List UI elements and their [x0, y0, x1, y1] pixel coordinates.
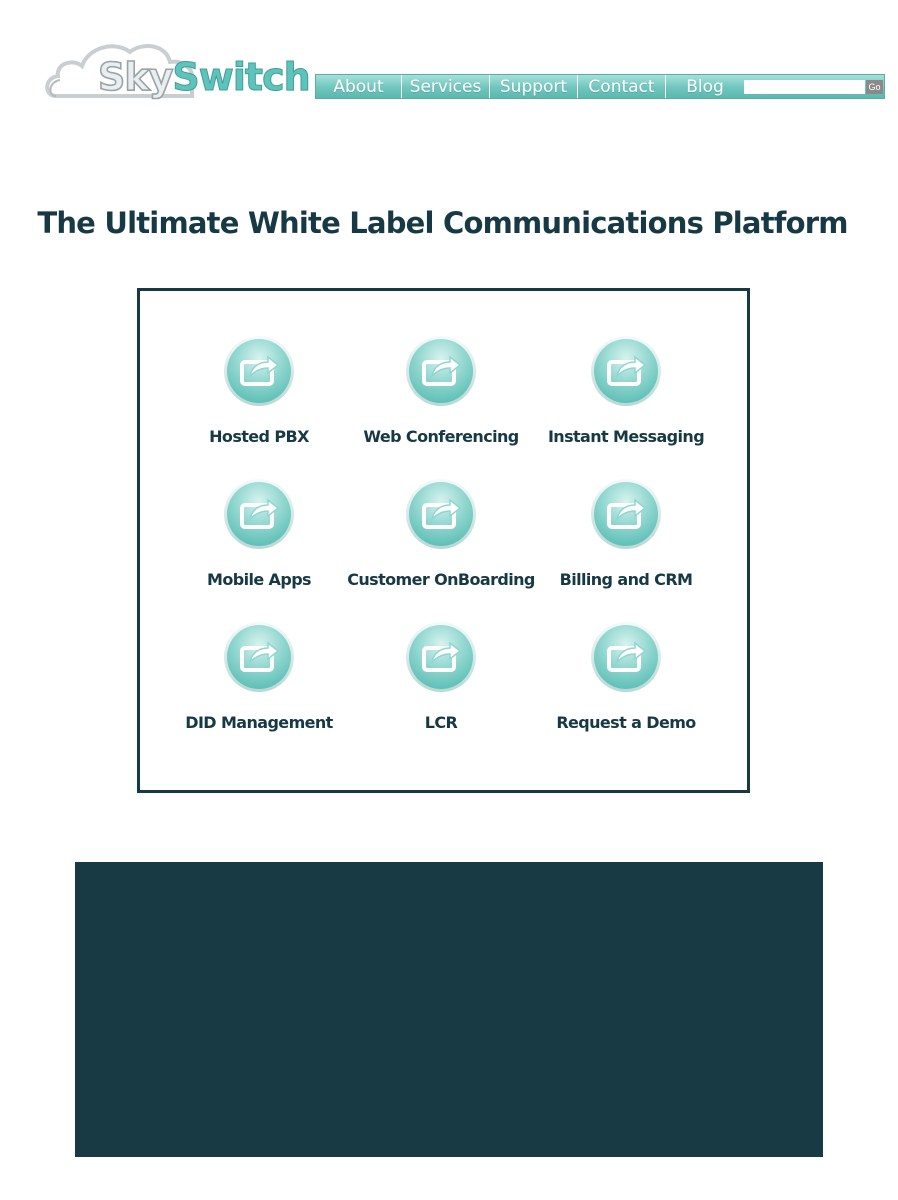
service-request-demo[interactable]: Request a Demo: [526, 621, 726, 751]
logo-switch-text: Switch: [172, 55, 311, 99]
share-arrow-icon: [405, 478, 477, 550]
share-arrow-icon: [590, 621, 662, 693]
service-label: Billing and CRM: [559, 570, 693, 589]
service-label: Instant Messaging: [547, 427, 705, 446]
share-arrow-icon: [223, 478, 295, 550]
share-arrow-icon: [223, 335, 295, 407]
service-instant-messaging[interactable]: Instant Messaging: [526, 335, 726, 465]
share-arrow-icon: [405, 335, 477, 407]
main-nav: About Services Support Contact Blog Go: [315, 74, 885, 99]
service-did-management[interactable]: DID Management: [159, 621, 359, 751]
footer-panel: [75, 862, 823, 1157]
service-label: LCR: [424, 713, 458, 732]
service-label: Hosted PBX: [209, 427, 309, 446]
nav-about[interactable]: About: [316, 75, 402, 98]
logo-sky-text: Sky: [97, 55, 174, 99]
nav-services[interactable]: Services: [402, 75, 490, 98]
logo[interactable]: SkySwitch: [42, 34, 311, 114]
service-web-conferencing[interactable]: Web Conferencing: [341, 335, 541, 465]
service-label: Mobile Apps: [207, 570, 312, 589]
service-hosted-pbx[interactable]: Hosted PBX: [159, 335, 359, 465]
share-arrow-icon: [590, 335, 662, 407]
nav-blog[interactable]: Blog: [686, 76, 724, 97]
nav-support[interactable]: Support: [490, 75, 578, 98]
share-arrow-icon: [223, 621, 295, 693]
service-label: Request a Demo: [556, 713, 696, 732]
service-lcr[interactable]: LCR: [341, 621, 541, 751]
service-mobile-apps[interactable]: Mobile Apps: [159, 478, 359, 608]
search-area: Go: [744, 75, 884, 98]
service-customer-onboarding[interactable]: Customer OnBoarding: [341, 478, 541, 608]
page-title: The Ultimate White Label Communications …: [37, 206, 848, 240]
search-go-button[interactable]: Go: [866, 80, 883, 94]
logo-wordmark: SkySwitch: [97, 55, 311, 99]
share-arrow-icon: [590, 478, 662, 550]
service-label: Web Conferencing: [363, 427, 519, 446]
services-grid: Hosted PBX Web Conferencing Instant Mess…: [137, 288, 750, 793]
share-arrow-icon: [405, 621, 477, 693]
service-label: Customer OnBoarding: [347, 570, 535, 589]
service-billing-crm[interactable]: Billing and CRM: [526, 478, 726, 608]
nav-contact[interactable]: Contact: [578, 75, 666, 98]
service-label: DID Management: [185, 713, 333, 732]
cloud-logo-icon: [45, 44, 195, 98]
search-input[interactable]: [744, 80, 865, 94]
